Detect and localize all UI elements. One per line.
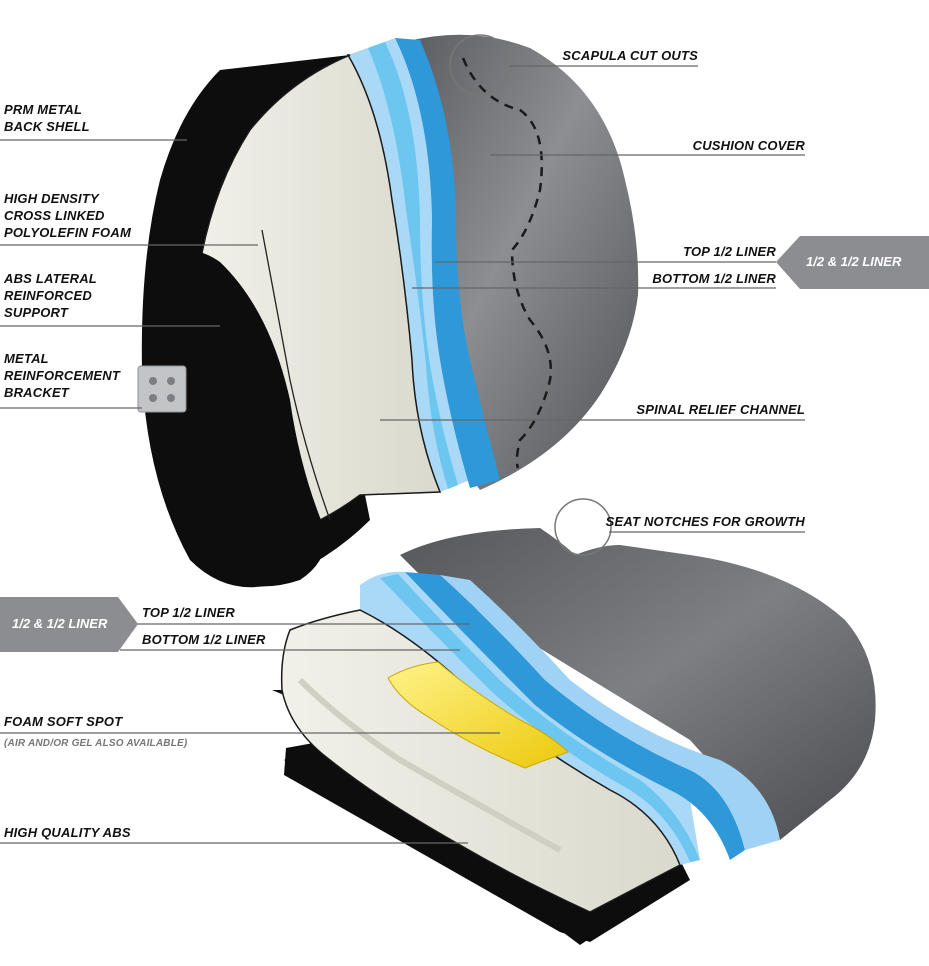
abs-lateral-support (157, 249, 326, 587)
bracket-label-line-3: BRACKET (4, 385, 69, 400)
seat-foam (280, 609, 681, 913)
back-top-liner-label: TOP 1/2 LINER (683, 244, 776, 259)
seat-notch-callout-circle (554, 498, 612, 556)
seat-cushion-cover (400, 528, 876, 840)
foam-label-line-2: CROSS LINKED (4, 208, 105, 223)
seat-abs-base-lower (284, 752, 610, 945)
spinal-relief-dashed-path (461, 57, 552, 469)
back-top-liner (348, 38, 470, 492)
abs-lateral-label-line-3: SUPPORT (4, 305, 69, 320)
foam-soft-spot-label: FOAM SOFT SPOT (4, 714, 123, 729)
metal-bracket-label: METAL REINFORCEMENT BRACKET (4, 350, 120, 401)
abs-lateral-support-label: ABS LATERAL REINFORCED SUPPORT (4, 270, 97, 321)
prm-label-line-1: PRM METAL (4, 102, 83, 117)
seat-liner-mid-band (380, 574, 700, 862)
seat-liner-tag-label: 1/2 & 1/2 LINER (12, 616, 108, 631)
scapula-cut-outs-label: SCAPULA CUT OUTS (562, 48, 698, 63)
abs-lateral-label-line-2: REINFORCED (4, 288, 92, 303)
back-cushion (137, 34, 639, 588)
back-liner-tag-label: 1/2 & 1/2 LINER (806, 254, 902, 269)
scapula-callout-circle (449, 34, 511, 96)
cushion-cover-label: CUSHION COVER (692, 138, 805, 153)
leader-lines (0, 65, 805, 844)
soft-spot-note: (AIR AND/OR GEL ALSO AVAILABLE) (4, 738, 188, 749)
high-quality-abs-label: HIGH QUALITY ABS (4, 825, 131, 840)
back-bottom-liner (395, 38, 500, 488)
foam-label-line-1: HIGH DENSITY (4, 191, 99, 206)
abs-lateral-label-line-1: ABS LATERAL (4, 271, 97, 286)
back-foam-crease (261, 229, 331, 521)
seat-foam-ridge (297, 677, 562, 853)
foam-label-line-3: POLYOLEFIN FOAM (4, 225, 131, 240)
seat-bottom-liner (405, 572, 745, 860)
seat-liner-tag-shape (0, 597, 138, 652)
metal-bracket (137, 365, 187, 413)
seat-liner-outer (440, 575, 780, 850)
prm-metal-back-shell-label: PRM METAL BACK SHELL (4, 101, 90, 135)
prm-label-line-2: BACK SHELL (4, 119, 90, 134)
bracket-label-line-1: METAL (4, 351, 49, 366)
bracket-label-line-2: REINFORCEMENT (4, 368, 120, 383)
seat-cushion (272, 498, 876, 945)
spinal-relief-channel-label: SPINAL RELIEF CHANNEL (636, 402, 805, 417)
back-bottom-liner-label: BOTTOM 1/2 LINER (652, 271, 776, 286)
foam-soft-spot-insert (387, 661, 569, 769)
seat-notches-label: SEAT NOTCHES FOR GROWTH (605, 514, 805, 529)
seat-bottom-liner-label: BOTTOM 1/2 LINER (142, 632, 266, 647)
seat-top-liner-label: TOP 1/2 LINER (142, 605, 235, 620)
back-liner-tag-shape (776, 236, 929, 289)
high-density-foam-label: HIGH DENSITY CROSS LINKED POLYOLEFIN FOA… (4, 190, 131, 241)
